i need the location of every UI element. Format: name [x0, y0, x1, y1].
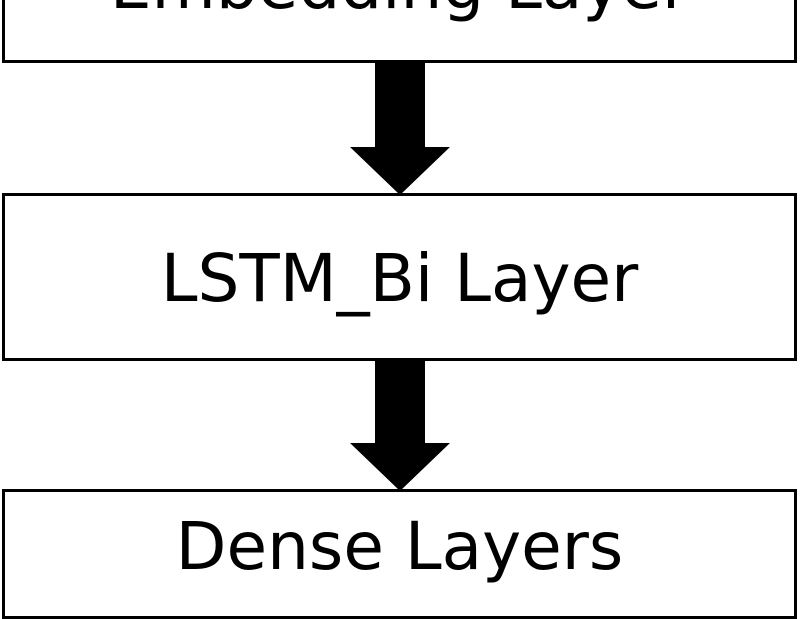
lstm-bi-layer-label: LSTM_Bi Layer: [160, 240, 639, 317]
embedding-layer-box: Embedding Layer: [2, 0, 797, 63]
dense-layers-box: Dense Layers: [2, 489, 797, 619]
down-arrow-icon: [350, 63, 450, 195]
lstm-bi-layer-box: LSTM_Bi Layer: [2, 193, 797, 361]
down-arrow-icon: [350, 361, 450, 491]
embedding-layer-label: Embedding Layer: [5, 0, 794, 19]
dense-layers-label: Dense Layers: [175, 508, 624, 585]
